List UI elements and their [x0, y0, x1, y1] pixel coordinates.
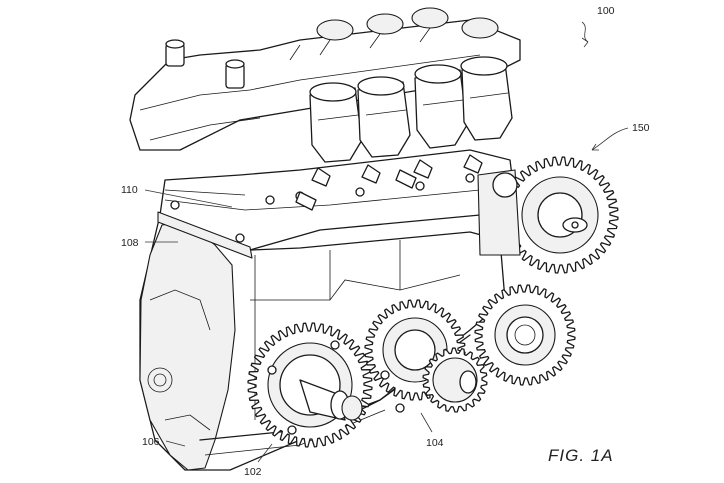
idler-gear-104: [364, 299, 488, 413]
gear-train-150: [474, 156, 619, 386]
figure-label: FIG. 1A: [548, 446, 614, 465]
crank-gear-102: [247, 322, 373, 448]
ref-106: 106: [142, 436, 160, 448]
ref-100: 100: [597, 5, 615, 17]
reference-numerals: 100 150 110 108 106 102 104: [121, 5, 650, 478]
ref-102: 102: [244, 466, 262, 478]
leader-lines: [144, 21, 629, 463]
ref-110: 110: [121, 184, 138, 196]
ref-104: 104: [426, 437, 444, 449]
ref-150: 150: [632, 122, 650, 134]
intake-runners: [295, 56, 513, 211]
ref-108: 108: [121, 237, 139, 249]
